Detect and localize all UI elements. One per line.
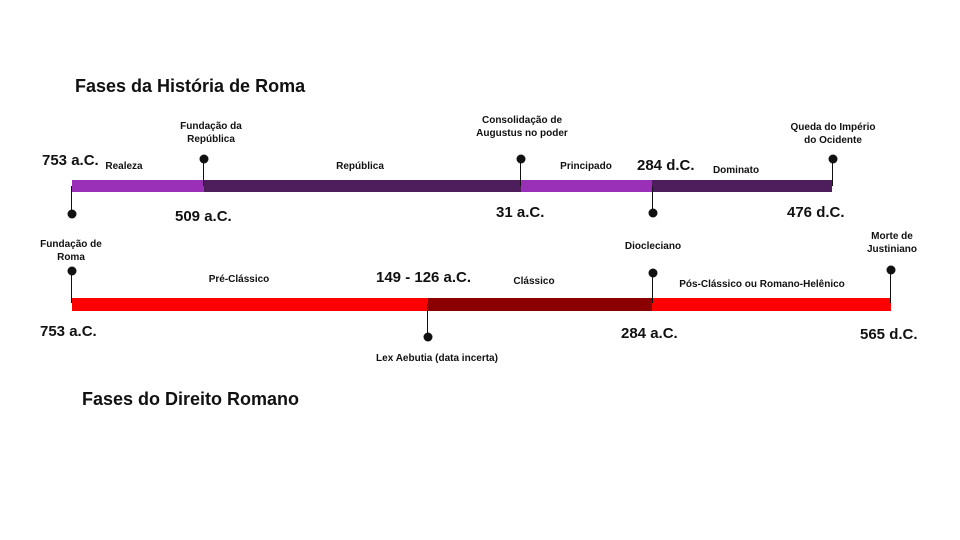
phase-classico: Clássico xyxy=(513,276,555,287)
marker-dot xyxy=(828,154,838,164)
date-509-ac: 509 a.C. xyxy=(175,208,232,225)
marker-stem xyxy=(652,186,653,213)
marker-stem xyxy=(427,304,428,336)
event-consolidacao-augustus: Consolidação de Augustus no poder xyxy=(476,114,568,140)
date-753-ac: 753 a.C. xyxy=(42,152,99,169)
marker-dot xyxy=(648,268,658,278)
marker-dot xyxy=(423,332,433,342)
event-fundacao-republica: Fundação da República xyxy=(180,120,242,146)
date-565-dc: 565 d.C. xyxy=(860,326,918,343)
bar-realeza xyxy=(72,180,204,192)
event-line: Fundação da República xyxy=(180,121,242,145)
phase-dominato: Dominato xyxy=(712,165,760,176)
date-476-dc: 476 d.C. xyxy=(787,204,845,221)
bar-republica xyxy=(204,180,521,192)
marker-stem xyxy=(71,186,72,213)
bar-dominato xyxy=(652,180,832,192)
phase-republica: República xyxy=(336,161,384,172)
date-284-dc: 284 d.C. xyxy=(637,157,695,174)
bar-classico xyxy=(428,298,652,311)
marker-stem xyxy=(520,159,521,186)
marker-dot xyxy=(199,154,209,164)
phase-pre-classico: Pré-Clássico xyxy=(208,274,270,285)
marker-dot xyxy=(886,265,896,275)
event-line: Fundação de Roma xyxy=(40,239,102,263)
phase-realeza: Realeza xyxy=(105,161,143,172)
marker-dot xyxy=(648,208,658,218)
marker-stem xyxy=(203,159,204,186)
marker-stem xyxy=(652,273,653,303)
marker-dot xyxy=(67,209,77,219)
event-diocleciano: Diocleciano xyxy=(624,241,682,252)
direito-title: Fases do Direito Romano xyxy=(82,389,300,409)
date-31-ac: 31 a.C. xyxy=(496,204,545,221)
marker-stem xyxy=(832,159,833,186)
date-149-126-ac: 149 - 126 a.C. xyxy=(376,269,472,286)
bar-pre-classico xyxy=(72,298,428,311)
marker-dot xyxy=(67,266,77,276)
phase-pos-classico: Pós-Clássico ou Romano-Helênico xyxy=(679,279,845,290)
date-753-ac-direito: 753 a.C. xyxy=(40,323,97,340)
event-line: Queda do Império do Ocidente xyxy=(790,122,876,146)
event-lex-aebutia: Lex Aebutia (data incerta) xyxy=(376,353,498,364)
marker-stem xyxy=(71,271,72,303)
event-fundacao-roma: Fundação de Roma xyxy=(40,238,102,264)
event-queda-imperio: Queda do Império do Ocidente xyxy=(790,121,875,147)
event-line: Consolidação de Augustus no poder xyxy=(476,115,568,139)
marker-stem xyxy=(890,270,891,303)
event-morte-justiniano: Morte de Justiniano xyxy=(867,230,917,256)
bar-pos-classico xyxy=(652,298,891,311)
phase-principado: Principado xyxy=(560,161,612,172)
event-line: Morte de Justiniano xyxy=(866,231,918,255)
marker-dot xyxy=(516,154,526,164)
historia-title: Fases da História de Roma xyxy=(75,76,306,96)
bar-principado xyxy=(521,180,652,192)
date-284-ac: 284 a.C. xyxy=(621,325,678,342)
